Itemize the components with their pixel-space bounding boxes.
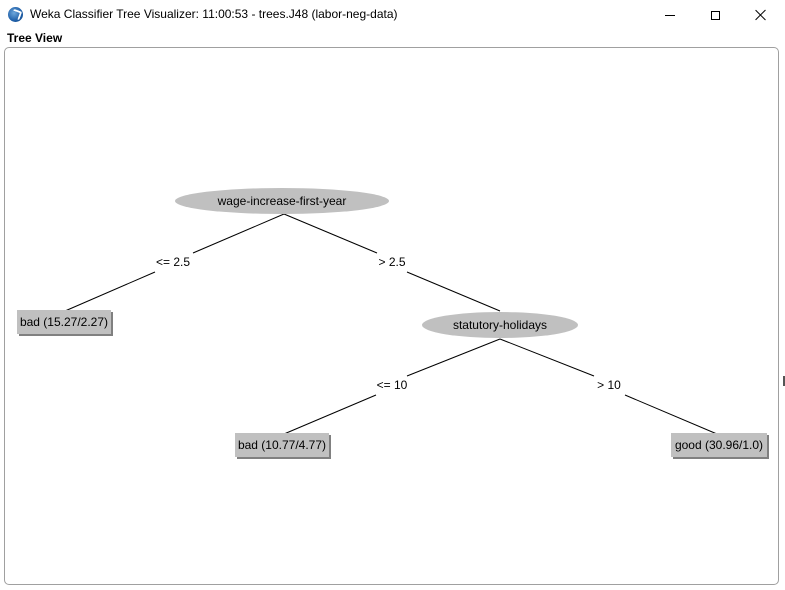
edge-label-root-right: > 2.5 bbox=[378, 255, 405, 269]
title-bar[interactable]: Weka Classifier Tree Visualizer: 11:00:5… bbox=[0, 0, 785, 30]
weka-bird-icon bbox=[8, 7, 23, 22]
window-resize-edge[interactable] bbox=[783, 376, 785, 386]
edge-holidays-left-upper bbox=[406, 338, 501, 377]
leaf-label-3: good (30.96/1.0) bbox=[675, 438, 763, 452]
minimize-icon bbox=[665, 14, 675, 16]
node-label-holidays: statutory-holidays bbox=[453, 318, 547, 332]
maximize-button[interactable] bbox=[692, 0, 738, 30]
node-statutory-holidays[interactable] bbox=[422, 312, 578, 338]
leaf-bad-10-77[interactable] bbox=[235, 433, 329, 457]
edge-root-right-upper bbox=[283, 213, 378, 254]
leaf-label-2: bad (10.77/4.77) bbox=[238, 438, 326, 452]
tree-view-label: Tree View bbox=[7, 31, 63, 45]
edge-label-holidays-left: <= 10 bbox=[377, 378, 408, 392]
edge-label-root-left: <= 2.5 bbox=[156, 255, 190, 269]
edge-holidays-left-lower bbox=[283, 394, 377, 435]
node-label-root: wage-increase-first-year bbox=[217, 194, 347, 208]
edge-root-left-lower bbox=[64, 271, 156, 312]
edge-label-holidays-right: > 10 bbox=[597, 378, 621, 392]
leaf-label-1: bad (15.27/2.27) bbox=[20, 315, 108, 329]
edge-root-left-upper bbox=[192, 213, 285, 254]
edge-holidays-right-lower bbox=[624, 394, 718, 435]
maximize-icon bbox=[710, 10, 720, 20]
leaf-good-30-96[interactable] bbox=[671, 433, 767, 457]
tree-view-panel[interactable] bbox=[4, 47, 779, 585]
window-title: Weka Classifier Tree Visualizer: 11:00:5… bbox=[30, 7, 398, 21]
node-wage-increase-first-year[interactable] bbox=[175, 188, 389, 214]
edge-holidays-right-upper bbox=[499, 338, 595, 377]
minimize-button[interactable] bbox=[647, 0, 693, 30]
leaf-bad-15-27[interactable] bbox=[17, 310, 111, 334]
edge-root-right-lower bbox=[406, 271, 501, 312]
